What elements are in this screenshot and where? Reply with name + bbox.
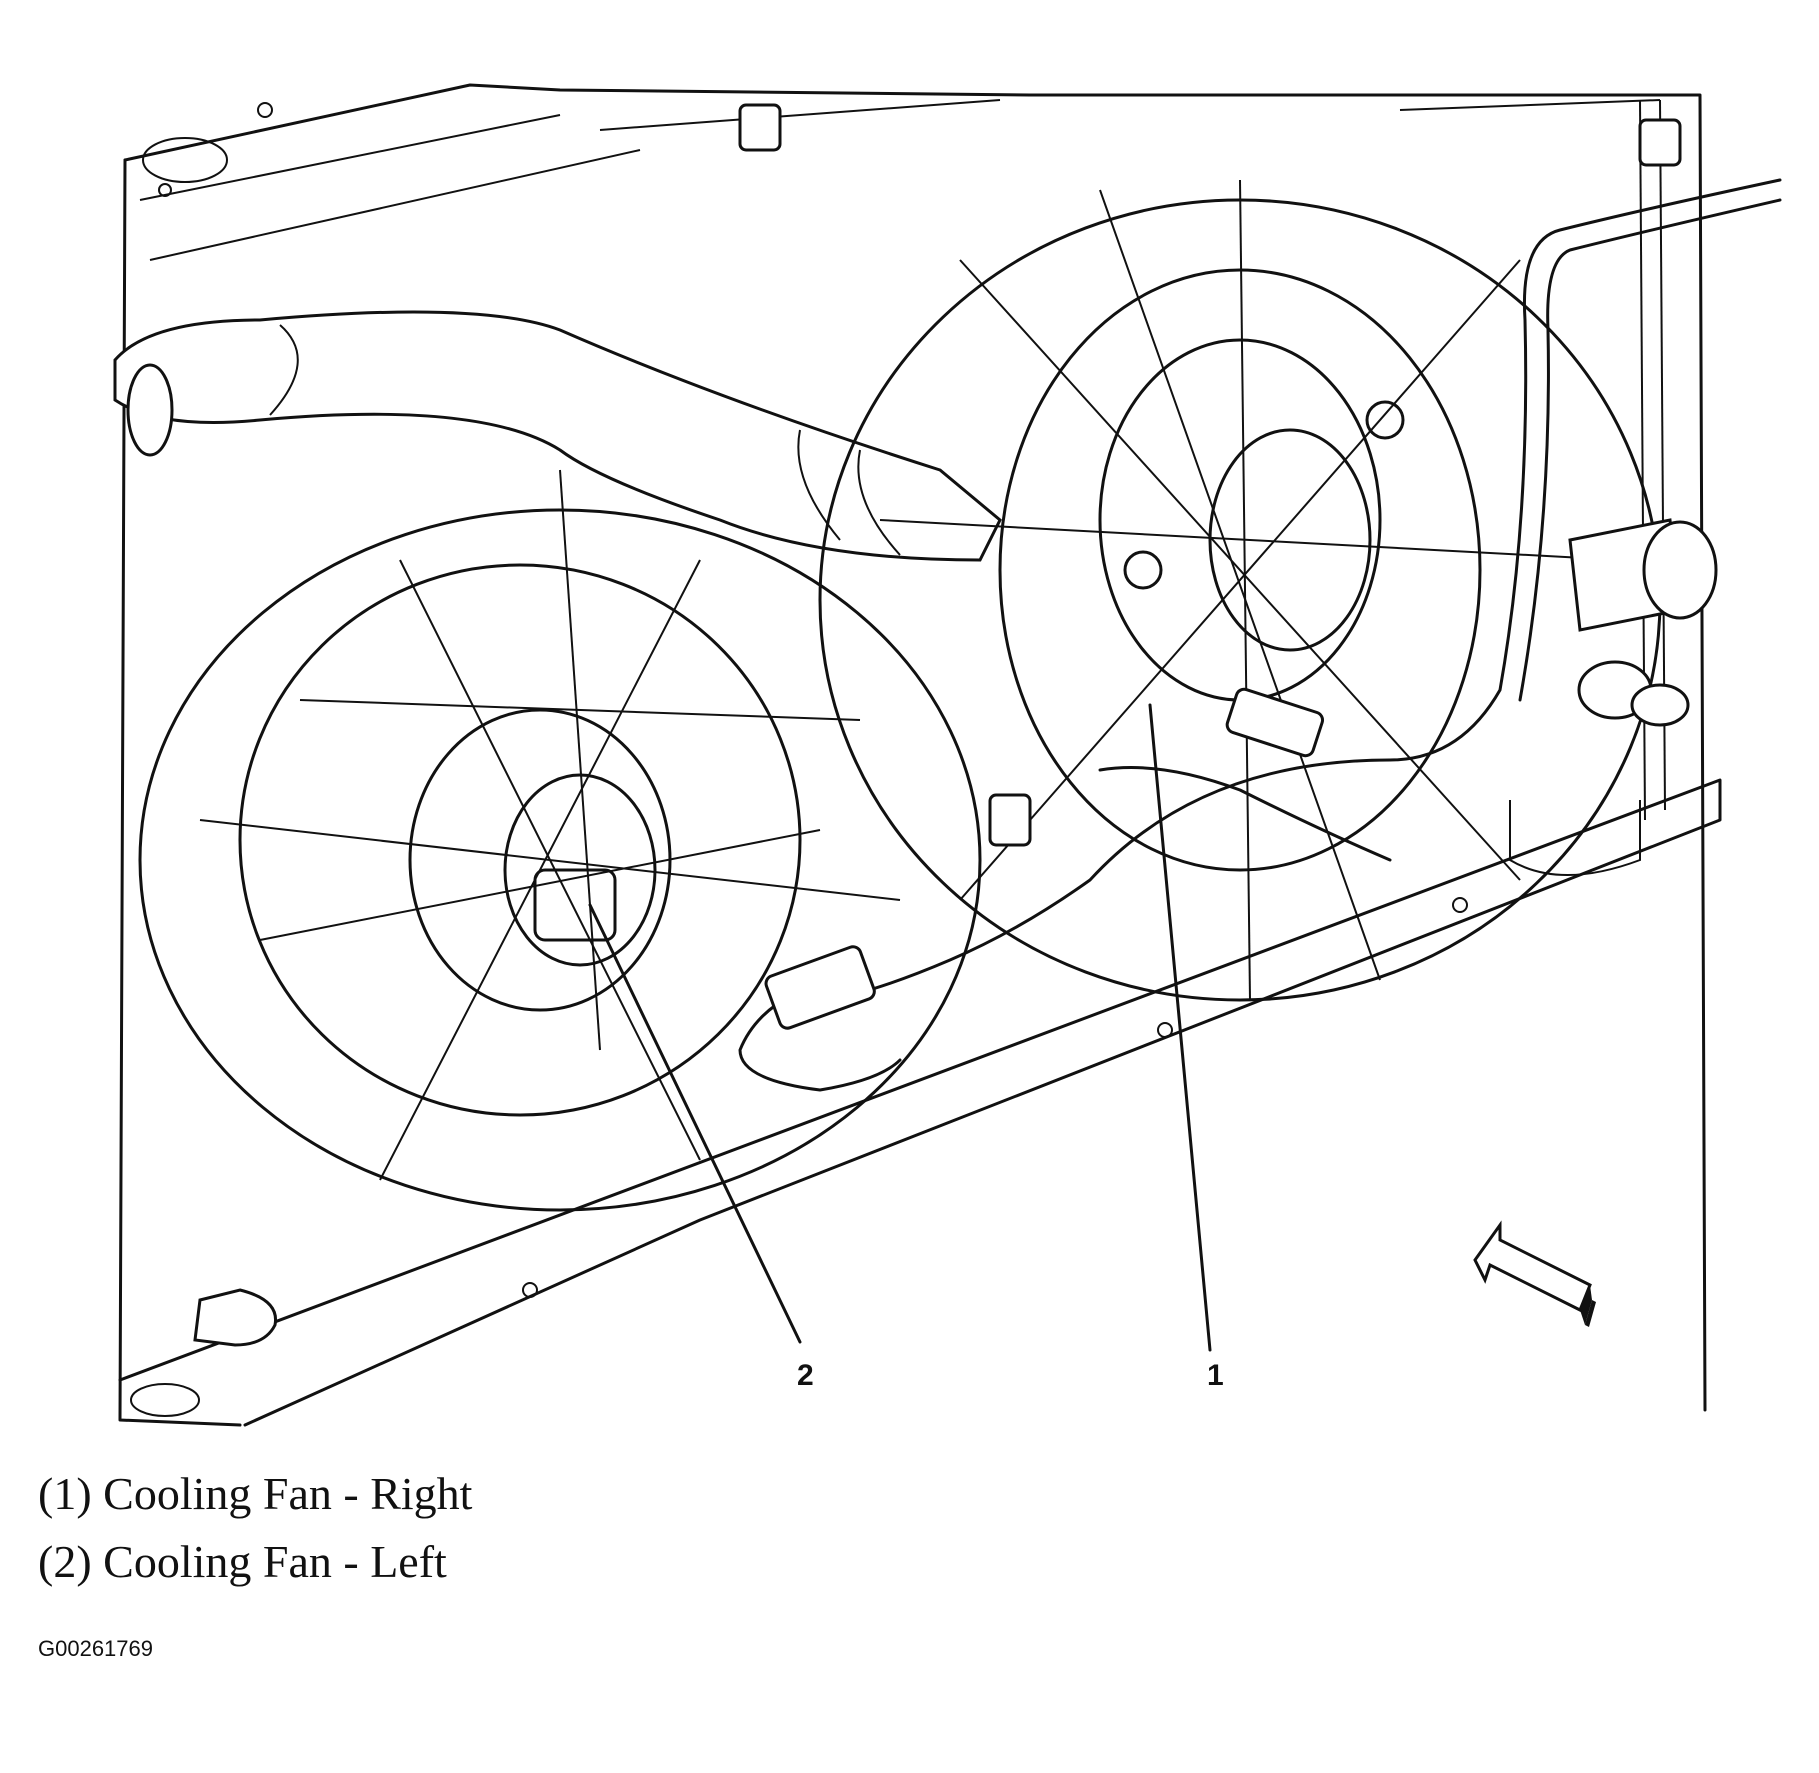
leader-lines [588,703,1212,1352]
legend-item-cooling-fan-left: (2) Cooling Fan - Left [38,1536,447,1587]
left-cooling-fan [138,469,982,1212]
legend: (1) Cooling Fan - Right (2) Cooling Fan … [38,1460,472,1596]
radiator-fittings [193,103,1718,1347]
upper-radiator-hose [113,310,1002,562]
figure-id: G00261769 [38,1636,153,1661]
right-cooling-fan [818,179,1662,1002]
radiator-frame [118,83,1722,1427]
callout-2-number: 2 [797,1359,814,1392]
callout-1-number: 1 [1207,1359,1224,1392]
wiring-harness [738,178,1782,1092]
legend-item-cooling-fan-right: (1) Cooling Fan - Right [38,1468,473,1519]
view-direction-arrow-icon [1473,1220,1596,1327]
